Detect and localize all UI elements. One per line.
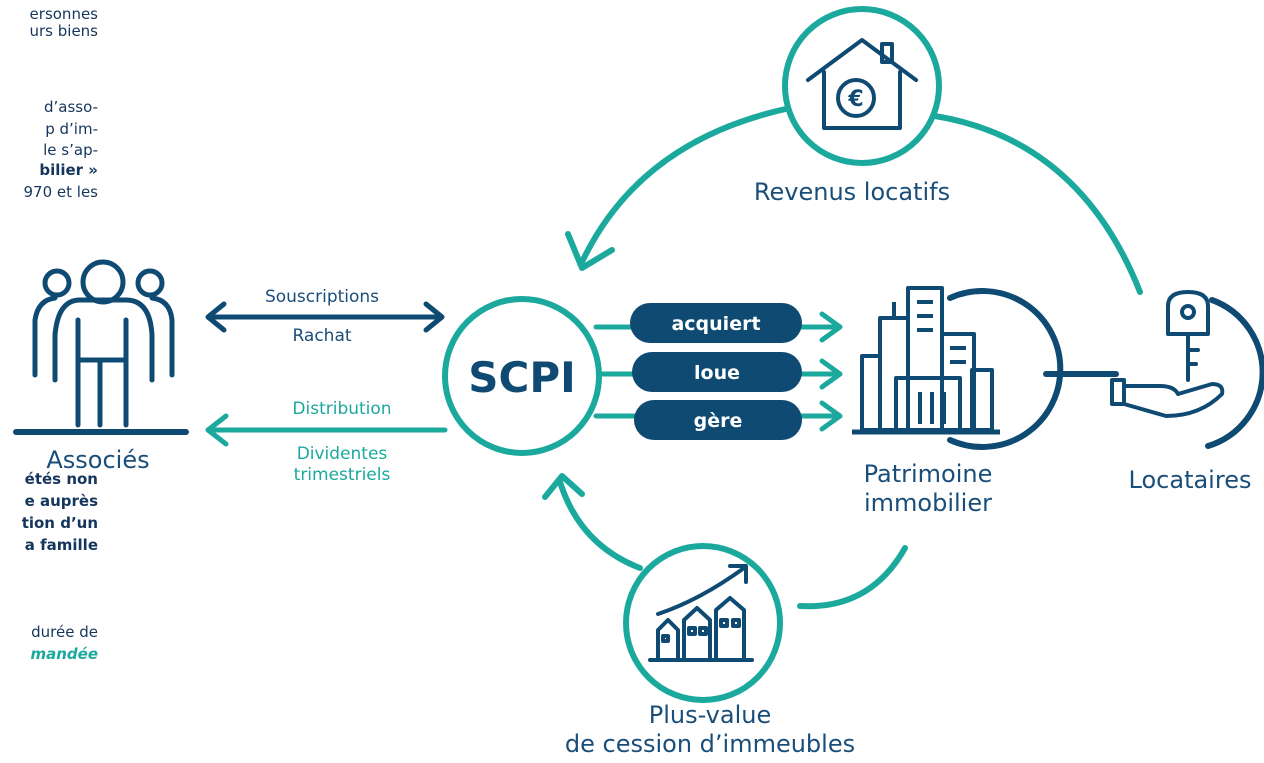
action-pill-loue — [632, 352, 802, 392]
plus-value-label-line1: Plus-value — [649, 701, 771, 729]
revenus-label: Revenus locatifs — [754, 178, 950, 206]
distribution-label: Distribution — [292, 399, 391, 419]
text-fragment: urs biens — [29, 22, 99, 40]
plus-value-circle — [623, 543, 783, 703]
locataires-ring — [1205, 297, 1264, 449]
city-buildings-icon — [852, 286, 1000, 435]
revenus-circle — [782, 6, 942, 166]
text-fragment: p d’im- — [45, 120, 98, 138]
rachat-label: Rachat — [292, 326, 351, 346]
action-pill-gere — [634, 400, 802, 440]
text-fragment: a famille — [24, 536, 98, 554]
svg-text:€: € — [847, 87, 863, 112]
text-fragment: le s’ap- — [43, 141, 98, 159]
dividendes-label-line2: trimestriels — [294, 465, 391, 485]
action-label: acquiert — [671, 313, 760, 335]
action-label: loue — [694, 362, 740, 384]
plus-value-label-line2: de cession d’immeubles — [565, 730, 855, 758]
text-fragment: 970 et les — [23, 183, 99, 201]
text-fragment: e auprès — [24, 492, 98, 510]
text-fragment: durée de — [31, 623, 98, 641]
patrimoine-ring — [947, 288, 1064, 450]
action-pill-acquiert — [630, 303, 802, 343]
souscriptions-rachat-arrow — [205, 301, 445, 333]
distribution-arrow — [205, 413, 448, 447]
dividendes-label-line1: Dividentes — [297, 444, 388, 464]
text-fragment: bilier » — [39, 161, 98, 179]
house-euro-icon: € — [806, 38, 918, 130]
text-fragment: mandée — [30, 645, 98, 663]
text-fragment: d’asso- — [44, 98, 98, 116]
rising-buildings-chart-icon — [648, 564, 754, 662]
scpi-label: SCPI — [468, 353, 575, 402]
plus-value-cycle-arrow — [542, 473, 908, 610]
text-fragment: ersonnes — [29, 5, 98, 23]
hand-key-icon — [1110, 290, 1225, 418]
action-label: gère — [694, 410, 743, 432]
revenus-cycle-arrow — [565, 105, 1143, 295]
text-fragment: étés non — [24, 470, 98, 488]
patrimoine-label-line2: immobilier — [864, 489, 992, 517]
patrimoine-label-line1: Patrimoine — [864, 460, 993, 488]
people-group-icon — [32, 259, 175, 428]
souscriptions-label: Souscriptions — [265, 287, 379, 307]
associes-label: Associés — [46, 446, 149, 474]
locataires-label: Locataires — [1129, 466, 1252, 494]
text-fragment: tion d’un — [21, 514, 98, 532]
